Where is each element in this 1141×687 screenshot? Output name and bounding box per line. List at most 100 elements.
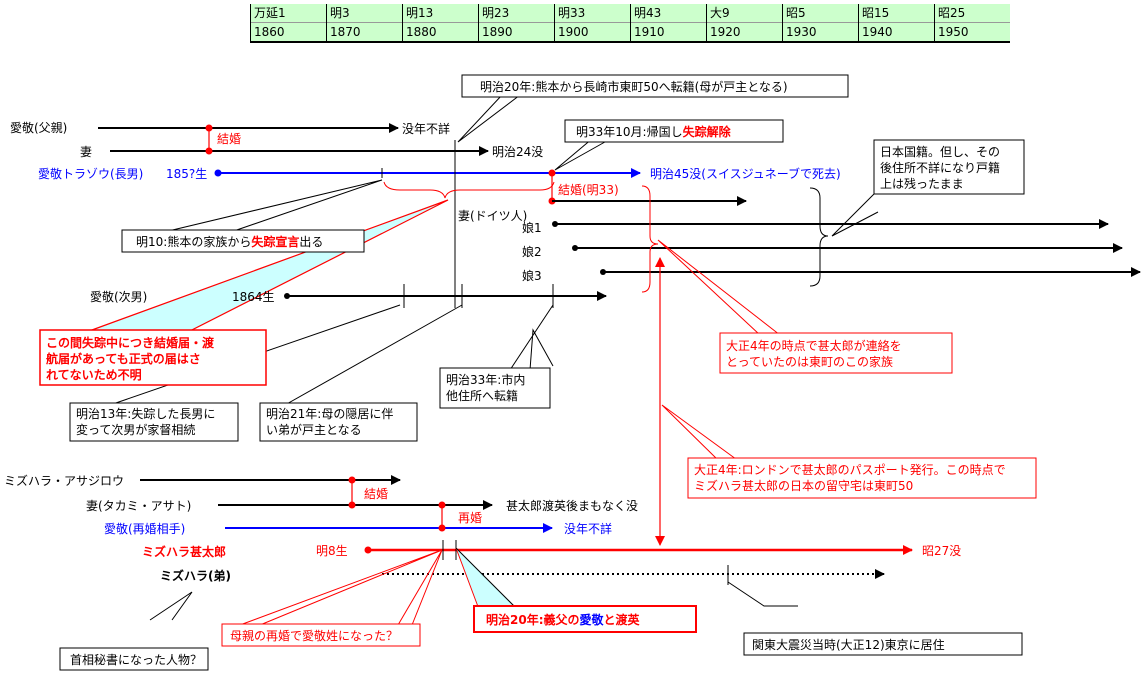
callout-m21-line2: い弟が戸主となる [266, 422, 362, 437]
label-brother: ミズハラ(弟) [160, 568, 231, 583]
callout-taisho4-family-line2: とっていたのは東町のこの家族 [726, 354, 893, 369]
year-cell: 1920 [706, 22, 783, 42]
label-wife: 妻 [80, 145, 92, 159]
label-asa-wife-end: 甚太郎渡英後まもなく没 [506, 498, 638, 513]
label-asajirou: ミズハラ・アサジロウ [4, 473, 124, 488]
birth-dot [552, 221, 558, 227]
label-eldest-son: 愛敬トラゾウ(長男) [38, 167, 143, 181]
callout-box [59, 647, 209, 671]
marriage-dot [548, 169, 556, 177]
label-jin-death: 昭27没 [922, 543, 961, 558]
label-eldest-birth: 185?生 [166, 167, 207, 181]
callout-box [69, 402, 239, 442]
era-cell: 昭5 [782, 4, 859, 23]
label-jintarou: ミズハラ甚太郎 [142, 544, 226, 559]
label-german-wife: 妻(ドイツ人) [458, 209, 527, 223]
era-cell: 昭25 [934, 4, 1010, 23]
label-wife-death: 明治24没 [492, 144, 543, 159]
callout-nationality-line3: 上は残ったまま [880, 177, 964, 191]
label-father-end: 没年不詳 [402, 121, 450, 136]
birth-dot [364, 546, 372, 554]
callout-box-missing [39, 329, 267, 386]
callout-m33-move-line2: 他住所へ転籍 [446, 388, 518, 403]
year-cell: 1900 [554, 22, 631, 42]
callout-earthquake: 関東大震災当時(大正12)東京に居住 [752, 638, 945, 652]
callout-m10: 明10:熊本の家族から失踪宣言出る [136, 234, 323, 249]
year-cell: 1910 [630, 22, 707, 42]
label-daughter2: 娘2 [522, 244, 542, 259]
marriage-dot [205, 147, 213, 155]
era-cell: 明23 [478, 4, 555, 23]
birth-dot [284, 293, 290, 299]
callout-m13-line2: 変って次男が家督相続 [76, 422, 195, 437]
year-cell: 1890 [478, 22, 555, 42]
label-marriage: 結婚 [217, 132, 241, 146]
label-eldest-death: 明治45没(スイスジュネーブで死去) [650, 166, 841, 181]
callout-box [439, 367, 551, 409]
year-cell: 1880 [402, 22, 479, 42]
callout-box [221, 623, 421, 647]
year-cell: 1950 [934, 22, 1010, 42]
era-cell: 明3 [326, 4, 403, 23]
era-cell: 明33 [554, 4, 631, 23]
label-remarried-end: 没年不詳 [564, 521, 612, 536]
missing-note-pointer [69, 199, 449, 339]
era-cell: 明13 [402, 4, 479, 23]
callout-taisho4-family-line1: 大正4年の時点で甚太郎が連絡を [726, 338, 902, 353]
year-cell: 1860 [250, 22, 327, 42]
birth-dot [600, 269, 606, 275]
callout-m13-line1: 明治13年:失踪した長男に [76, 406, 215, 421]
callout-box [719, 332, 953, 374]
callout-surname-question: 母親の再婚で愛敬姓になった？ [230, 629, 398, 643]
year-cell: 1870 [326, 22, 403, 42]
label-daughter3: 娘3 [522, 268, 542, 283]
callout-box [259, 402, 418, 442]
callout-passport-line2: ミズハラ甚太郎の日本の留守宅は東町50 [694, 478, 913, 493]
callout-passport-line1: 大正4年:ロンドンで甚太郎のパスポート発行。この時点で [694, 462, 1006, 477]
callout-box [873, 139, 1025, 195]
callout-box [461, 74, 849, 98]
callout-missing-line3: れてないため不明 [46, 368, 142, 382]
callout-box [121, 229, 365, 253]
pointer-line [455, 547, 521, 613]
marriage-dot [438, 524, 446, 532]
era-cell: 万延1 [250, 4, 327, 23]
label-daughter1: 娘1 [522, 220, 542, 235]
callout-secretary: 首相秘書になった人物？ [70, 653, 202, 667]
callout-m21-line1: 明治21年:母の隠居に伴 [266, 407, 393, 421]
label-second-son: 愛敬(次男) [90, 290, 147, 304]
marriage-dot [438, 501, 446, 509]
era-cell: 大9 [706, 4, 783, 23]
marriage-dot [348, 476, 356, 484]
label-remarried: 愛敬(再婚相手) [104, 522, 185, 536]
label-remarriage: 再婚 [458, 511, 482, 525]
label-asajirou-wife: 妻(タカミ・アサト) [86, 499, 191, 513]
callout-m20-adopt: 明治20年:義父の愛敬と渡英 [486, 612, 641, 627]
label-asa-marriage: 結婚 [364, 487, 388, 501]
callout-box [687, 457, 1037, 499]
birth-dot [214, 169, 222, 177]
era-cell: 昭15 [858, 4, 935, 23]
label-second-birth: 1864生 [232, 290, 275, 304]
callout-m20-move: 明治20年:熊本から長崎市東町50へ転籍(母が戸主となる) [480, 79, 788, 94]
callout-nationality-line2: 後住所不詳になり戸籍 [880, 160, 1000, 175]
pointer-line [455, 547, 481, 613]
marriage-dot [205, 124, 213, 132]
year-cell: 1930 [782, 22, 859, 42]
label-jin-birth: 明8生 [316, 544, 348, 558]
marriage-dot [348, 501, 356, 509]
missing-period-bracket [383, 181, 555, 199]
era-cell: 明43 [630, 4, 707, 23]
callout-box [743, 632, 1023, 656]
year-cell: 1940 [858, 22, 935, 42]
red-callout-pointers [239, 239, 781, 626]
callout-m33-move-line1: 明治33年:市内 [446, 372, 525, 387]
label-eldest-marriage: 結婚(明33) [558, 183, 619, 197]
callout-missing-line2: 航届があっても正式の届はさ [46, 351, 201, 366]
callout-box-adopt [473, 605, 697, 633]
callout-missing-line1: この間失踪中につき結婚届・渡 [46, 335, 215, 350]
daughters-bracket [809, 187, 829, 287]
callout-nationality-line1: 日本国籍。但し、その [880, 144, 1000, 159]
